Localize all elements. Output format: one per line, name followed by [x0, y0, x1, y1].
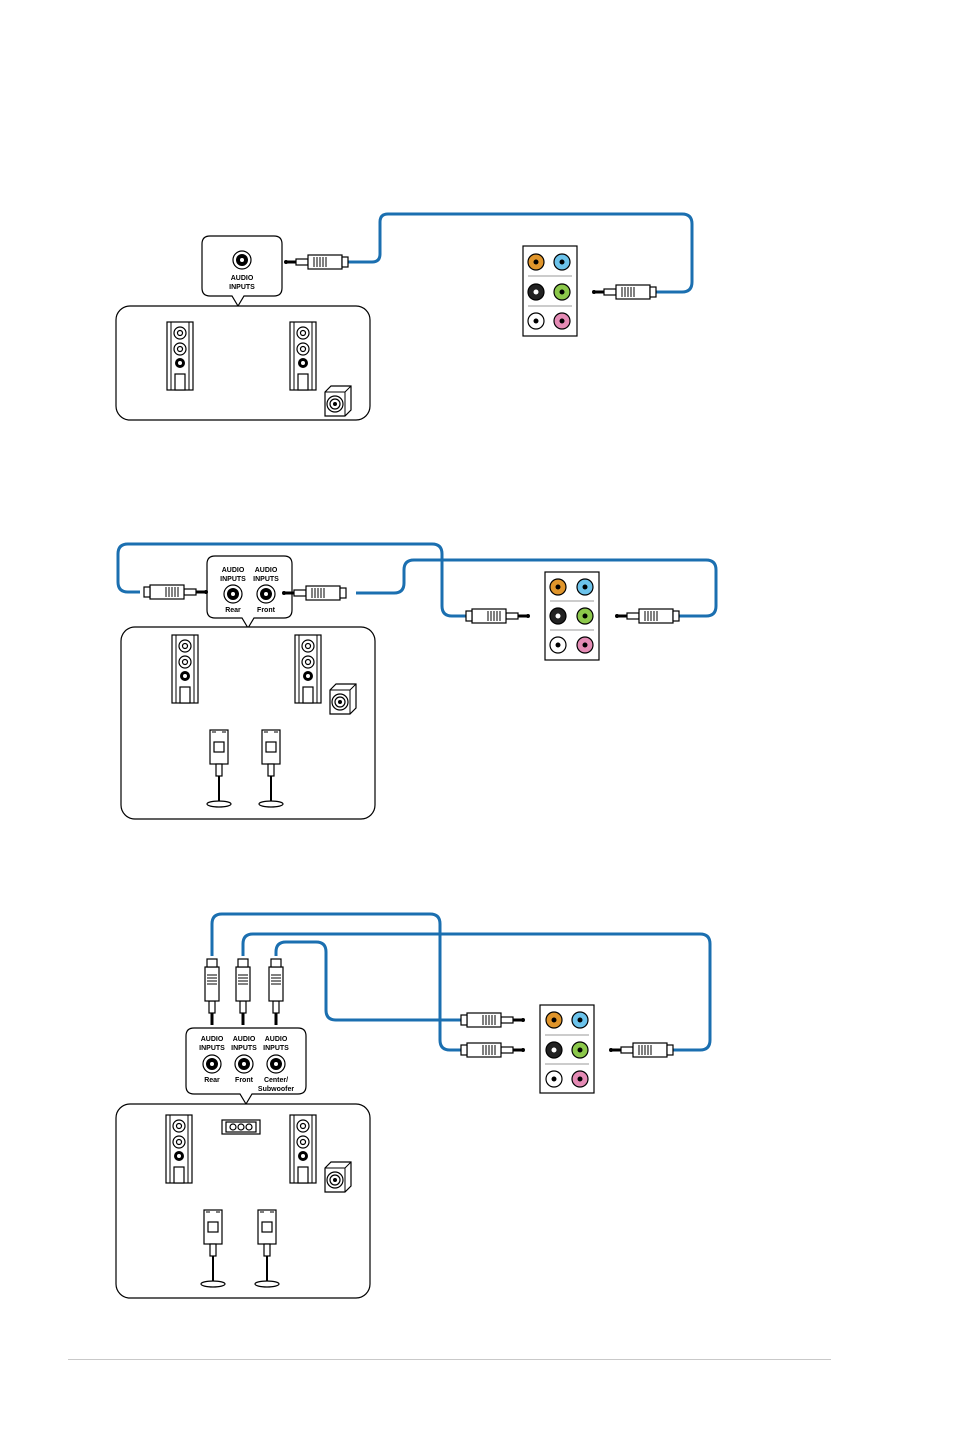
audio-plug	[284, 255, 348, 269]
audio-input-jack	[233, 251, 251, 269]
panel-plug-green	[609, 1043, 673, 1057]
footer-rule	[68, 1359, 831, 1360]
rear-audio-panel	[523, 246, 577, 336]
subwoofer	[325, 386, 351, 416]
front-input-label-line2: INPUTS	[253, 576, 279, 583]
rear-audio-panel	[545, 572, 599, 660]
center-input-label-line2: INPUTS	[263, 1045, 289, 1052]
center-input-label-line3: Center/	[264, 1077, 288, 1084]
center-speaker	[222, 1120, 260, 1134]
subwoofer	[325, 1162, 351, 1192]
front-input-label-line2: INPUTS	[231, 1045, 257, 1052]
rear-audio-panel	[540, 1005, 594, 1093]
front-plug	[236, 959, 250, 1025]
diagram-2-channel: AUDIO INPUTS	[116, 214, 692, 420]
center-plug	[269, 959, 283, 1025]
front-input-jack	[235, 1055, 253, 1073]
front-input-label: Front	[235, 1077, 254, 1084]
cable-front	[356, 560, 716, 616]
front-right-speaker	[295, 635, 321, 703]
panel-plug-black	[461, 1043, 525, 1057]
front-right-speaker	[290, 1115, 316, 1183]
audio-input-callout	[207, 556, 292, 628]
front-input-label-line1: AUDIO	[233, 1036, 256, 1043]
rear-input-label-line2: INPUTS	[199, 1045, 225, 1052]
cable-center	[276, 942, 461, 1020]
rear-input-label-line1: AUDIO	[222, 567, 245, 574]
rear-plug	[144, 585, 208, 599]
rear-input-label: Rear	[204, 1077, 220, 1084]
center-input-jack	[267, 1055, 285, 1073]
audio-input-label-line2: INPUTS	[229, 284, 255, 291]
left-speaker	[167, 322, 193, 390]
front-input-jack	[257, 585, 275, 603]
diagram-4-channel: AUDIO INPUTS Rear AUDIO INPUTS Front	[118, 544, 716, 819]
center-input-label-line4: Subwoofer	[258, 1086, 294, 1093]
subwoofer	[330, 684, 356, 714]
rear-plug	[205, 959, 219, 1025]
rear-input-label-line1: AUDIO	[201, 1036, 224, 1043]
rear-input-label: Rear	[225, 607, 241, 614]
front-input-label: Front	[257, 607, 276, 614]
rear-input-jack	[203, 1055, 221, 1073]
right-speaker	[290, 322, 316, 390]
front-input-label-line1: AUDIO	[255, 567, 278, 574]
diagram-6-channel: AUDIO INPUTS Rear AUDIO INPUTS Front AUD…	[116, 914, 710, 1298]
panel-plug-green	[615, 609, 679, 623]
cable-front	[243, 934, 710, 1050]
audio-input-callout	[202, 236, 282, 306]
panel-plug	[592, 285, 656, 299]
rear-input-jack	[224, 585, 242, 603]
panel-plug-black	[466, 609, 530, 623]
panel-plug-orange	[461, 1013, 525, 1027]
cable	[348, 214, 692, 292]
front-left-speaker	[172, 635, 198, 703]
front-left-speaker	[166, 1115, 192, 1183]
center-input-label-line1: AUDIO	[265, 1036, 288, 1043]
speaker-set	[121, 627, 375, 819]
rear-input-label-line2: INPUTS	[220, 576, 246, 583]
audio-input-label-line1: AUDIO	[231, 275, 254, 282]
